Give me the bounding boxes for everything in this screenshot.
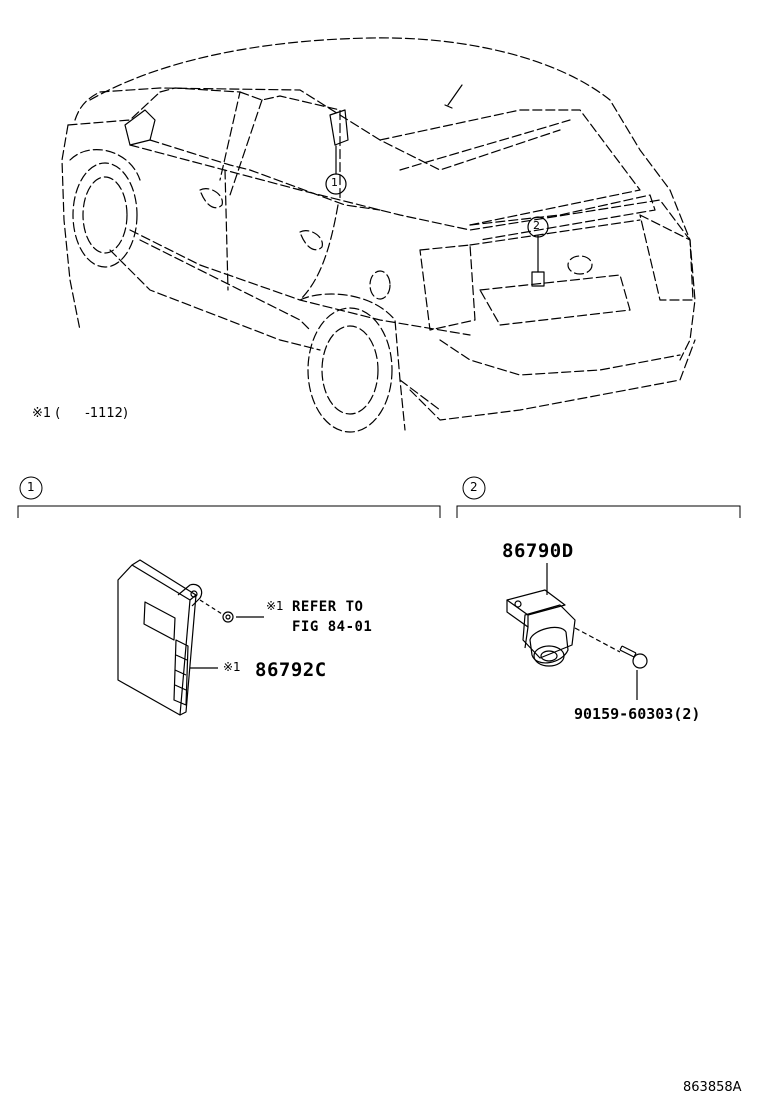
part-marker: ※1	[223, 660, 241, 674]
refer-to-line-2: FIG 84-01	[292, 619, 373, 635]
part-number-86792C: 86792C	[255, 659, 327, 681]
part-number-86790D: 86790D	[502, 540, 574, 562]
refer-to-line-1: REFER TO	[292, 599, 364, 615]
car-callout-2: 2	[533, 219, 540, 232]
figure-id: 863858A	[683, 1080, 742, 1095]
car-callout-1: 1	[331, 176, 338, 189]
section-1-index: 1	[27, 480, 35, 494]
section-2-index: 2	[470, 480, 478, 494]
bolt-part-number: 90159-60303(2)	[574, 705, 701, 723]
footnote: ※1 ( -1112)	[32, 406, 129, 421]
ref-marker: ※1	[266, 599, 284, 613]
